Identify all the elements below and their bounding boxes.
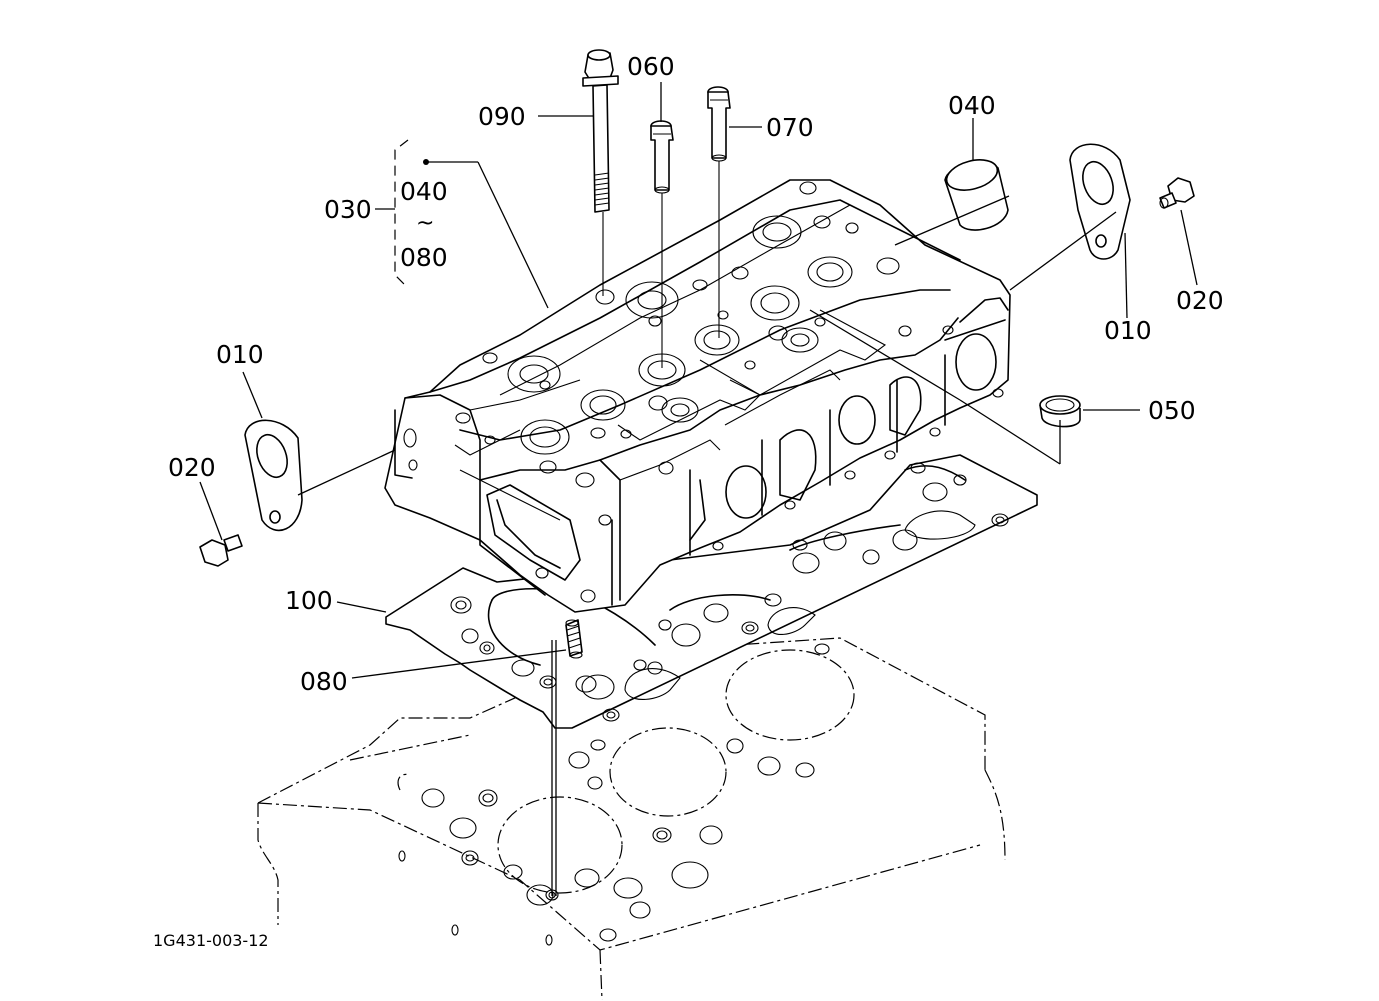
- callout-050: 050: [1148, 396, 1196, 425]
- callout-010-left: 010: [216, 340, 264, 369]
- callout-030-range-end: 080: [400, 243, 448, 272]
- head-bolt-part: [582, 49, 619, 296]
- callout-030: 030: [324, 195, 372, 224]
- dowel-stud-part: [565, 619, 583, 659]
- seal-ring-part: [1039, 395, 1081, 428]
- bracket-bolt-right: [1159, 177, 1195, 209]
- lifting-bracket-left: [244, 419, 303, 532]
- valve-guide-part-070: [707, 86, 731, 338]
- callout-labels: 090 060 070 040 030 040 ~ 080 010 020 01…: [153, 52, 1224, 950]
- plug-part: [944, 159, 1009, 231]
- callout-020-right: 020: [1176, 286, 1224, 315]
- valve-guide-part: [650, 120, 674, 368]
- callout-040-top: 040: [948, 91, 996, 120]
- callout-060: 060: [627, 52, 675, 81]
- lifting-bracket-right: [1069, 143, 1131, 260]
- callout-080: 080: [300, 667, 348, 696]
- cylinder-head: [384, 179, 1011, 613]
- callout-030-range-separator: ~: [416, 211, 434, 236]
- callout-010-right: 010: [1104, 316, 1152, 345]
- callout-070: 070: [766, 113, 814, 142]
- callout-100: 100: [285, 586, 333, 615]
- drawing-code: 1G431-003-12: [153, 931, 269, 950]
- callout-090: 090: [478, 102, 526, 131]
- leader-lines: [199, 82, 1198, 896]
- callout-030-range-start: 040: [400, 177, 448, 206]
- callout-020-left: 020: [168, 453, 216, 482]
- bracket-bolt-left: [199, 534, 243, 567]
